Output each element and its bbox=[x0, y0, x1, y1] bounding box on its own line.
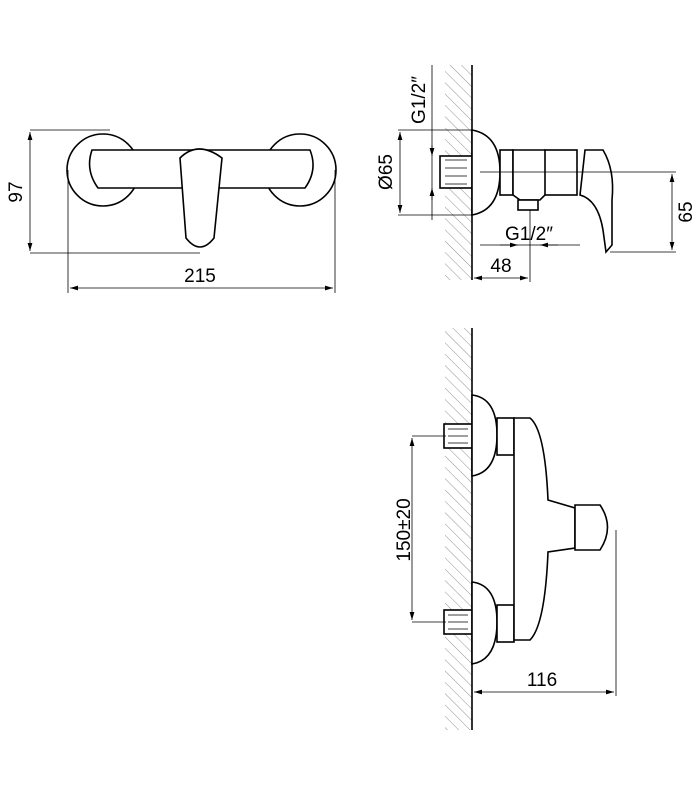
dim-height-97: 97 bbox=[6, 181, 27, 202]
dim-rosette-diameter: Ø65 bbox=[376, 154, 397, 190]
knob bbox=[574, 504, 609, 551]
wall-thread bbox=[439, 155, 473, 189]
rosette bbox=[471, 129, 501, 216]
lever-side bbox=[579, 149, 614, 254]
dim-wall-thread: G1/2″ bbox=[409, 76, 430, 124]
top-view: 150±20 116 bbox=[394, 328, 617, 730]
wall-section-2 bbox=[445, 328, 472, 730]
dim-centers-150: 150±20 bbox=[394, 498, 415, 561]
dim-depth-48: 48 bbox=[490, 256, 511, 277]
dim-outlet-thread: G1/2″ bbox=[505, 224, 553, 245]
side-view: G1/2″ Ø65 65 G1/2″ 48 bbox=[376, 65, 695, 282]
dim-projection-116: 116 bbox=[527, 670, 557, 691]
dim-width-215: 215 bbox=[184, 266, 216, 287]
lever-handle bbox=[179, 148, 223, 248]
outlet-coupling bbox=[512, 149, 550, 201]
dim-outlet-height-65: 65 bbox=[676, 201, 695, 222]
mixer-body-top bbox=[513, 417, 576, 641]
front-view: 97 215 bbox=[6, 129, 337, 293]
